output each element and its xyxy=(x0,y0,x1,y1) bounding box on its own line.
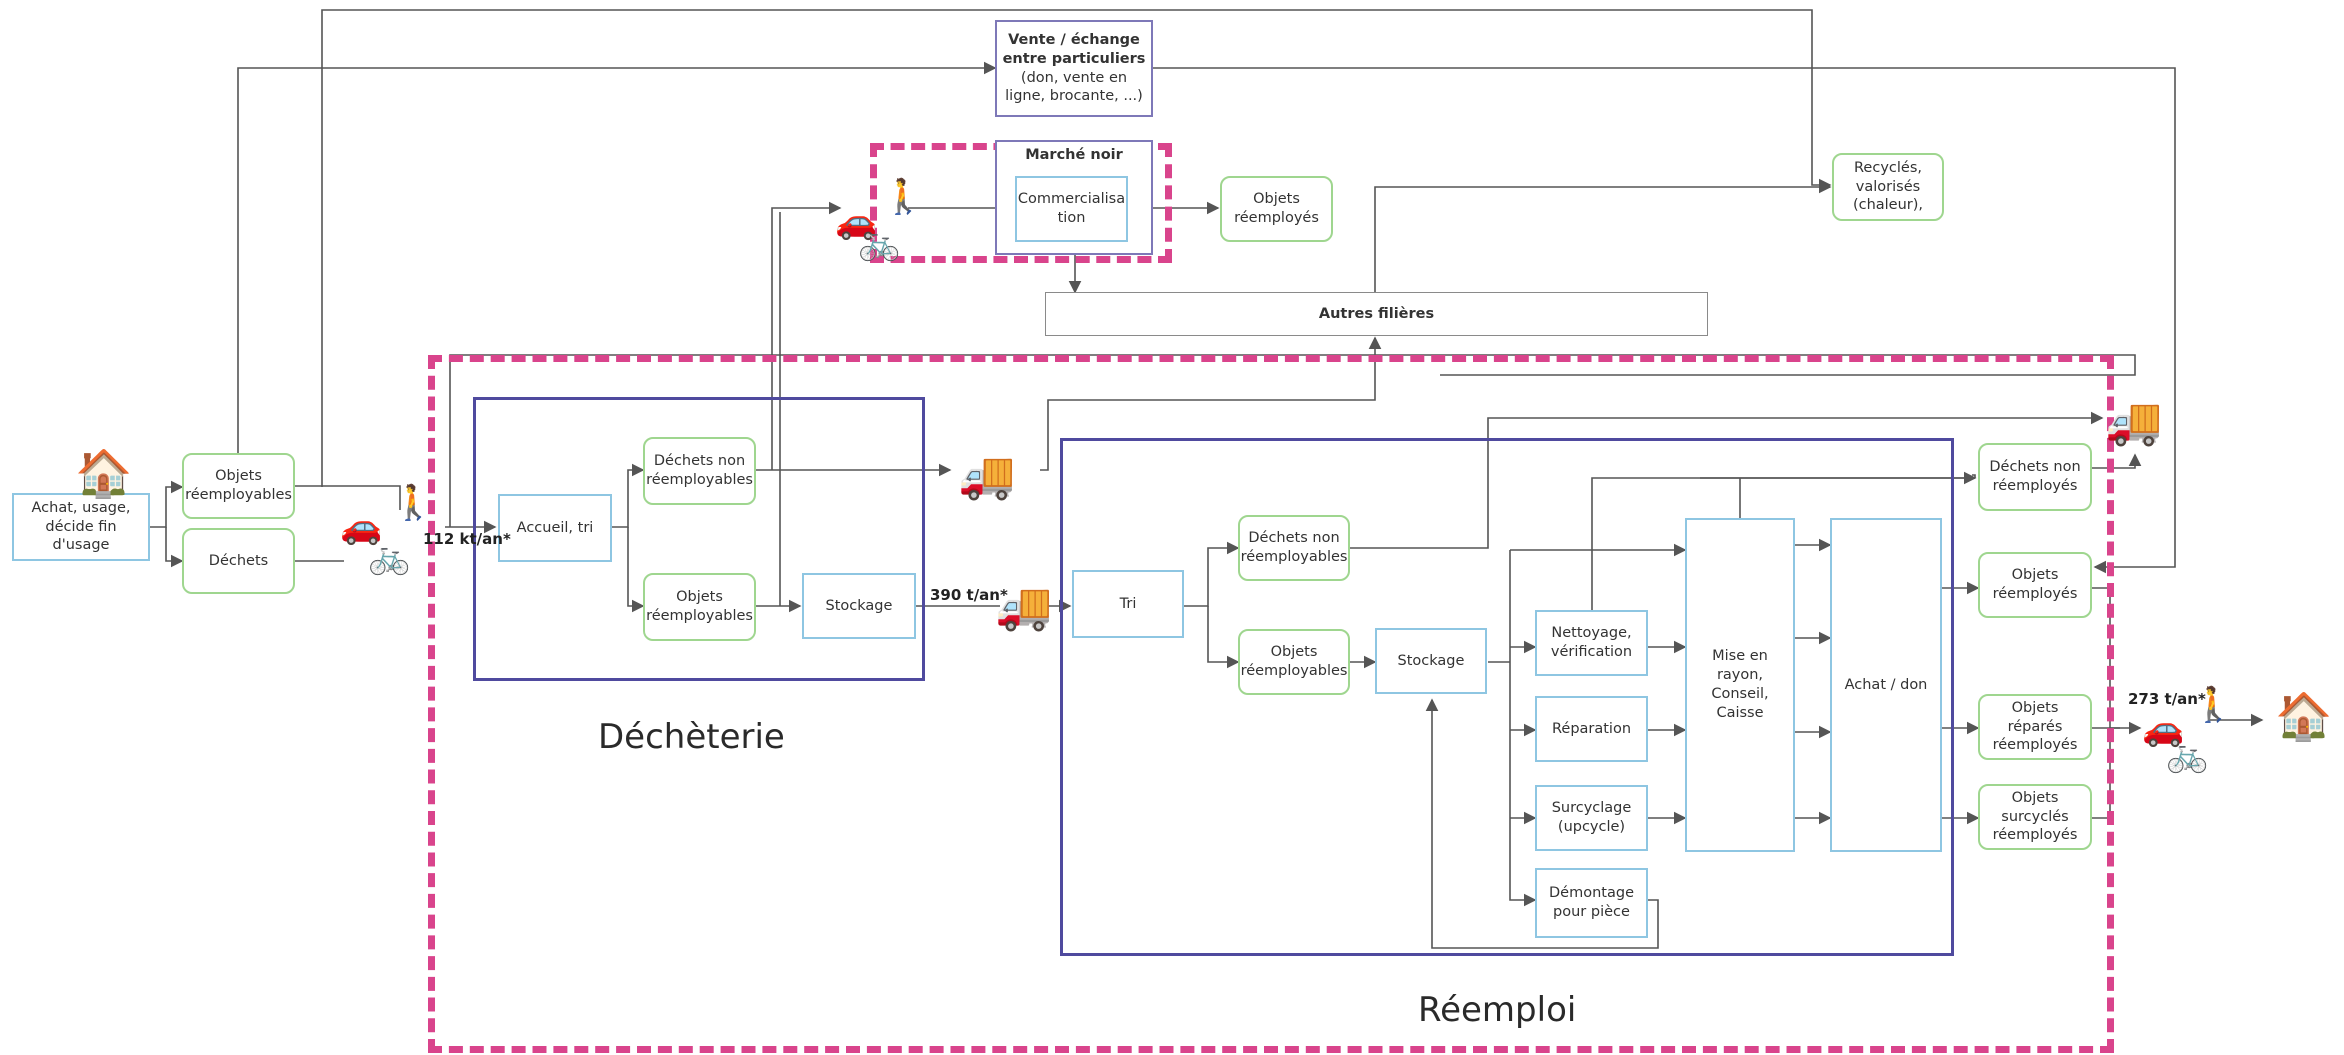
dechets-non-reemployes-box: Déchets non réemployés xyxy=(1978,443,2092,511)
reemploi-frame xyxy=(1060,438,1954,956)
walking-person-icon: 🚶 xyxy=(2192,685,2235,725)
delivery-truck-icon: 🚚 xyxy=(995,579,1053,633)
house-icon: 🏠 xyxy=(2275,689,2333,743)
achat-don-text: Achat / don xyxy=(1844,676,1928,693)
bicycle-icon: 🚲 xyxy=(368,537,411,577)
delivery-truck-icon: 🚚 xyxy=(2105,394,2163,448)
objets-surcycles-box: Objets surcyclés réemployés xyxy=(1978,784,2092,850)
stockage-reemp-box: Stockage xyxy=(1375,628,1487,694)
recycles-valorises-text: Recyclés, valorisés (chaleur), xyxy=(1852,159,1924,214)
objets-repares-text: Objets réparés réemployés xyxy=(1992,699,2078,754)
accueil-tri-text: Accueil, tri xyxy=(516,519,594,536)
objets-reemployes-top-box: Objets réemployés xyxy=(1220,176,1333,242)
objets-repares-box: Objets réparés réemployés xyxy=(1978,694,2092,760)
recycles-valorises-box: Recyclés, valorisés (chaleur), xyxy=(1832,153,1944,221)
objets-reemployables-left-text: Objets réemployables xyxy=(185,468,292,503)
objets-reemployables-left-box: Objets réemployables xyxy=(182,453,295,519)
stockage-reemp-text: Stockage xyxy=(1397,652,1465,669)
objets-reemployables-dech-box: Objets réemployables xyxy=(643,573,756,641)
decheterie-frame xyxy=(473,397,925,681)
reparation-text: Réparation xyxy=(1551,720,1632,737)
achat-don-box: Achat / don xyxy=(1830,518,1942,852)
nettoyage-text: Nettoyage, vérification xyxy=(1550,625,1633,660)
car-icon: 🚗 xyxy=(835,202,878,242)
dechets-non-reemployables-reemp-box: Déchets non réemployables xyxy=(1238,515,1350,581)
objets-reemployables-reemp-text: Objets réemployables xyxy=(1240,644,1348,679)
accueil-tri-box: Accueil, tri xyxy=(498,494,612,562)
commercialisation-box: Commercialisa tion xyxy=(1015,176,1128,242)
flow-label-112: 112 kt/an* xyxy=(423,530,511,548)
dechets-left-box: Déchets xyxy=(182,528,295,594)
walking-person-icon: 🚶 xyxy=(882,177,925,217)
surcyclage-box: Surcyclage (upcycle) xyxy=(1535,785,1648,851)
reemploi-label: Réemploi xyxy=(1418,990,1577,1030)
dechets-non-reemployables-dech-box: Déchets non réemployables xyxy=(643,437,756,505)
objets-reemployes-top-text: Objets réemployés xyxy=(1234,191,1319,226)
objets-reemployables-dech-text: Objets réemployables xyxy=(646,589,753,624)
demontage-text: Démontage pour pièce xyxy=(1549,885,1634,920)
tri-box: Tri xyxy=(1072,570,1184,638)
autres-filieres-box: Autres filières xyxy=(1045,292,1708,336)
bicycle-icon: 🚲 xyxy=(858,223,901,263)
decheterie-label: Déchèterie xyxy=(598,717,785,757)
stockage-dech-text: Stockage xyxy=(825,597,893,614)
delivery-truck-icon: 🚚 xyxy=(958,448,1016,502)
commercialisation-text: Commercialisa tion xyxy=(1017,191,1126,226)
walking-person-icon: 🚶 xyxy=(392,483,435,523)
dechets-non-reemployables-dech-text: Déchets non réemployables xyxy=(646,453,753,488)
objets-surcycles-text: Objets surcyclés réemployés xyxy=(1992,789,2078,844)
reparation-box: Réparation xyxy=(1535,696,1648,762)
nettoyage-box: Nettoyage, vérification xyxy=(1535,610,1648,676)
flow-label-273: 273 t/an* xyxy=(2128,690,2206,708)
achat-usage-text: Achat, usage, décide fin d'usage xyxy=(31,499,131,554)
dechets-non-reemployables-reemp-text: Déchets non réemployables xyxy=(1240,530,1348,565)
car-icon: 🚗 xyxy=(2142,709,2185,749)
stockage-dech-box: Stockage xyxy=(802,573,916,639)
objets-reemployes-right-box: Objets réemployés xyxy=(1978,552,2092,618)
mise-en-rayon-box: Mise en rayon, Conseil, Caisse xyxy=(1685,518,1795,852)
mise-en-rayon-text: Mise en rayon, Conseil, Caisse xyxy=(1711,648,1769,721)
tri-text: Tri xyxy=(1119,595,1137,612)
objets-reemployables-reemp-box: Objets réemployables xyxy=(1238,629,1350,695)
dechets-left-text: Déchets xyxy=(208,552,269,569)
achat-usage-box: Achat, usage, décide fin d'usage xyxy=(12,493,150,561)
bicycle-icon: 🚲 xyxy=(2166,735,2209,775)
vente-echange-subtitle: (don, vente en ligne, brocante, ...) xyxy=(1005,69,1143,105)
marche-noir-title: Marché noir xyxy=(1025,147,1123,163)
dechets-non-reemployes-text: Déchets non réemployés xyxy=(1989,459,2081,494)
vente-echange-box: Vente / échange entre particuliers (don,… xyxy=(995,20,1153,117)
autres-filieres-text: Autres filières xyxy=(1318,305,1435,322)
house-icon: 🏠 xyxy=(75,446,133,500)
objets-reemployes-right-text: Objets réemployés xyxy=(1992,567,2078,602)
vente-echange-title: Vente / échange entre particuliers xyxy=(1002,31,1146,67)
demontage-box: Démontage pour pièce xyxy=(1535,868,1648,938)
surcyclage-text: Surcyclage (upcycle) xyxy=(1551,800,1632,835)
car-icon: 🚗 xyxy=(340,507,383,547)
flow-label-390: 390 t/an* xyxy=(930,586,1008,604)
reemploi-dashed-region xyxy=(428,355,2114,1053)
